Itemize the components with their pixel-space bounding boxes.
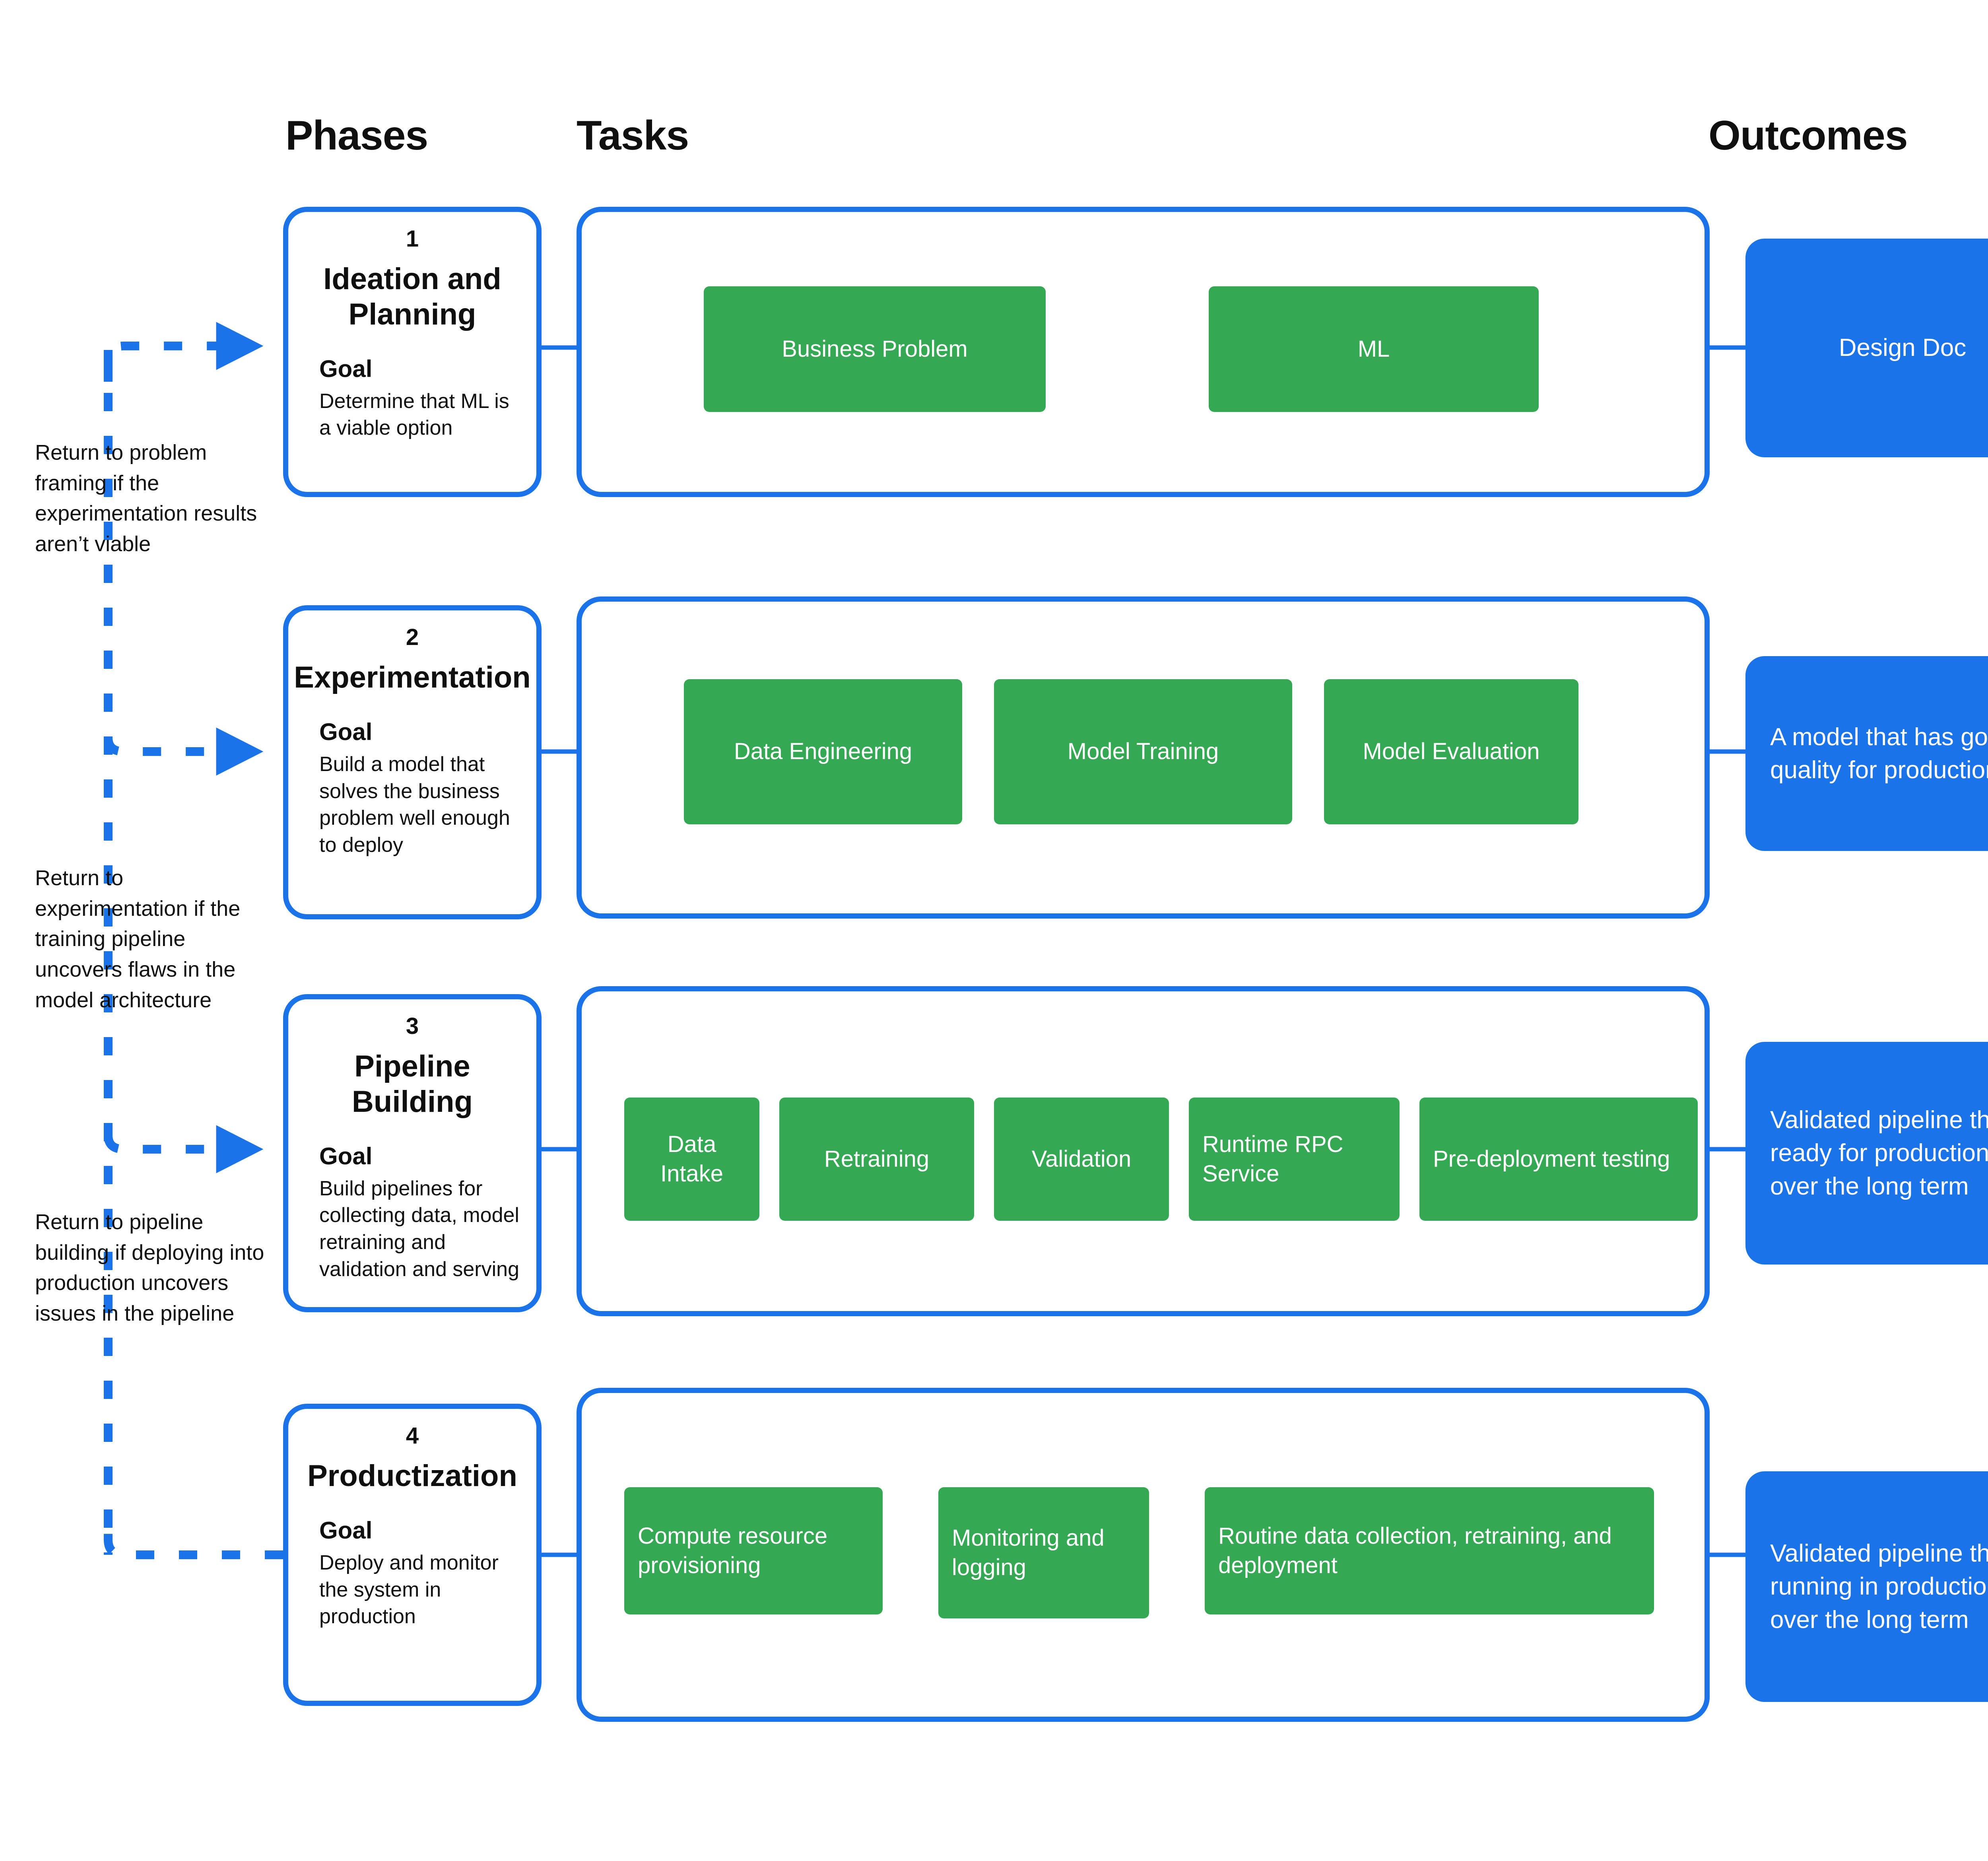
outcome-card-1[interactable]: Design Doc bbox=[1745, 239, 1988, 457]
goal-text-1: Determine that ML is a viable option bbox=[319, 389, 509, 440]
phase-card-1[interactable]: 1 Ideation and Planning Goal Determine t… bbox=[283, 207, 542, 497]
feedback-return-from-phase-4 bbox=[104, 1511, 283, 1559]
task-chip-compute-resource-provisioning[interactable]: Compute resource provisioning bbox=[624, 1487, 883, 1614]
goal-label-4: Goal bbox=[319, 1517, 373, 1544]
task-chip-model-training[interactable]: Model Training bbox=[994, 679, 1292, 824]
task-chip-routine-data-collection[interactable]: Routine data collection, retraining, and… bbox=[1205, 1487, 1654, 1614]
task-chip-pre-deployment-testing[interactable]: Pre-deployment testing bbox=[1419, 1098, 1698, 1221]
note-experimentation: Return to experimentation if the trainin… bbox=[35, 866, 241, 1012]
task-chip-data-intake[interactable]: Data Intake bbox=[624, 1098, 759, 1221]
goal-text-4: Deploy and monitor the system in product… bbox=[319, 1551, 499, 1628]
column-header-tasks: Tasks bbox=[577, 113, 689, 159]
goal-text-3: Build pipelines for collecting data, mod… bbox=[319, 1177, 519, 1281]
phase-goal-1: Goal Determine that ML is a viable optio… bbox=[319, 355, 536, 442]
task-chip-validation[interactable]: Validation bbox=[994, 1098, 1169, 1221]
outcome-card-2[interactable]: A model that has good quality for produc… bbox=[1745, 656, 1988, 851]
phase-title-1: Ideation and Planning bbox=[323, 262, 501, 331]
phase-card-3[interactable]: 3 Pipeline Building Goal Build pipelines… bbox=[283, 994, 542, 1312]
phase-card-2[interactable]: 2 Experimentation Goal Build a model tha… bbox=[283, 605, 542, 919]
phase-goal-3: Goal Build pipelines for collecting data… bbox=[319, 1142, 536, 1283]
phase-to-task-links bbox=[542, 345, 577, 1557]
task-chip-monitoring-and-logging[interactable]: Monitoring and logging bbox=[938, 1487, 1149, 1618]
phase-title-3: Pipeline Building bbox=[352, 1049, 473, 1119]
outcome-card-4[interactable]: Validated pipeline that’s running in pro… bbox=[1745, 1471, 1988, 1702]
note-problem-framing: Return to problem framing if the experim… bbox=[35, 441, 257, 556]
phase-number-1: 1 bbox=[406, 226, 419, 252]
feedback-arrow-to-phase-3 bbox=[104, 1125, 264, 1173]
goal-label-2: Goal bbox=[319, 718, 373, 745]
task-chip-business-problem[interactable]: Business Problem bbox=[704, 286, 1046, 412]
task-chip-ml[interactable]: ML bbox=[1209, 286, 1539, 412]
feedback-arrow-to-phase-2 bbox=[104, 727, 264, 776]
phase-goal-4: Goal Deploy and monitor the system in pr… bbox=[319, 1516, 536, 1630]
phase-number-3: 3 bbox=[406, 1013, 419, 1039]
phase-title-2: Experimentation bbox=[294, 660, 531, 694]
task-chip-runtime-rpc-service[interactable]: Runtime RPC Service bbox=[1189, 1098, 1400, 1221]
outcome-card-3[interactable]: Validated pipeline that’s ready for prod… bbox=[1745, 1042, 1988, 1265]
goal-label-3: Goal bbox=[319, 1142, 373, 1169]
note-pipeline-building: Return to pipeline building if deploying… bbox=[35, 1210, 264, 1326]
goal-text-2: Build a model that solves the business p… bbox=[319, 752, 510, 857]
task-chip-data-engineering[interactable]: Data Engineering bbox=[684, 679, 962, 824]
phase-goal-2: Goal Build a model that solves the busin… bbox=[319, 718, 536, 859]
goal-label-1: Goal bbox=[319, 355, 373, 382]
task-to-outcome-links bbox=[1710, 345, 1745, 1557]
column-header-phases: Phases bbox=[285, 113, 428, 159]
phase-card-4[interactable]: 4 Productization Goal Deploy and monitor… bbox=[283, 1404, 542, 1706]
feedback-arrow-to-phase-1 bbox=[104, 322, 264, 382]
task-chip-model-evaluation[interactable]: Model Evaluation bbox=[1324, 679, 1578, 824]
phase-number-4: 4 bbox=[406, 1423, 419, 1449]
column-header-outcomes: Outcomes bbox=[1708, 113, 1908, 159]
phase-number-2: 2 bbox=[406, 624, 419, 650]
phase-title-4: Productization bbox=[307, 1459, 517, 1493]
task-chip-retraining[interactable]: Retraining bbox=[779, 1098, 974, 1221]
